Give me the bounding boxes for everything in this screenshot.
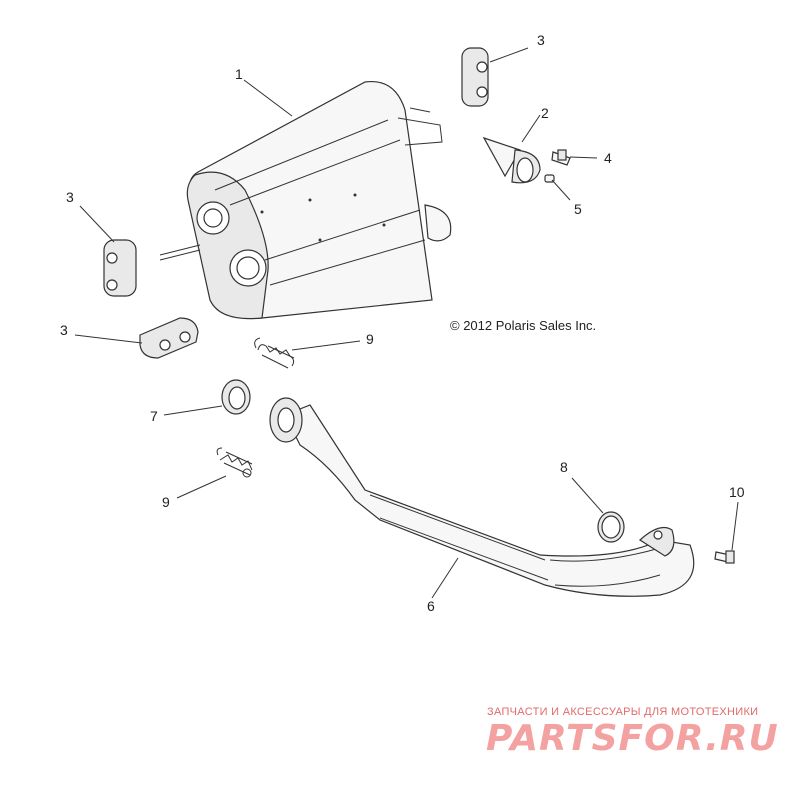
bolt-part-10 (714, 550, 735, 564)
callout-2: 2 (541, 105, 549, 121)
callout-7: 7 (150, 408, 158, 424)
rubber-isolator-top (461, 47, 489, 107)
gasket-part-7 (221, 379, 251, 415)
callout-4: 4 (604, 150, 612, 166)
callout-6: 6 (427, 598, 435, 614)
callout-5: 5 (574, 201, 582, 217)
leader-lines (74, 47, 739, 599)
callout-9-lower: 9 (162, 494, 170, 510)
callout-1: 1 (235, 66, 243, 82)
callout-3-lower: 3 (60, 322, 68, 338)
copyright-notice: © 2012 Polaris Sales Inc. (450, 318, 597, 333)
callout-3-left: 3 (66, 189, 74, 205)
rubber-isolator-lower (139, 317, 199, 359)
bolt-part-4 (551, 149, 571, 166)
callout-9-upper: 9 (366, 331, 374, 347)
callout-8: 8 (560, 459, 568, 475)
spark-arrestor-part-2 (482, 136, 541, 184)
gasket-part-8 (597, 511, 625, 543)
callout-10: 10 (729, 484, 745, 500)
watermark-logo: PARTSFOR.RU (486, 718, 779, 759)
callout-3-top: 3 (537, 32, 545, 48)
watermark-tagline: ЗАПЧАСТИ И АКСЕССУАРЫ ДЛЯ МОТОТЕХНИКИ (487, 706, 759, 718)
rubber-isolator-left (103, 239, 137, 297)
spring-part-9-lower (216, 447, 253, 478)
head-pipe-part-6 (269, 397, 695, 597)
muffler-part-1 (159, 80, 452, 320)
spring-part-9-upper (254, 337, 295, 369)
